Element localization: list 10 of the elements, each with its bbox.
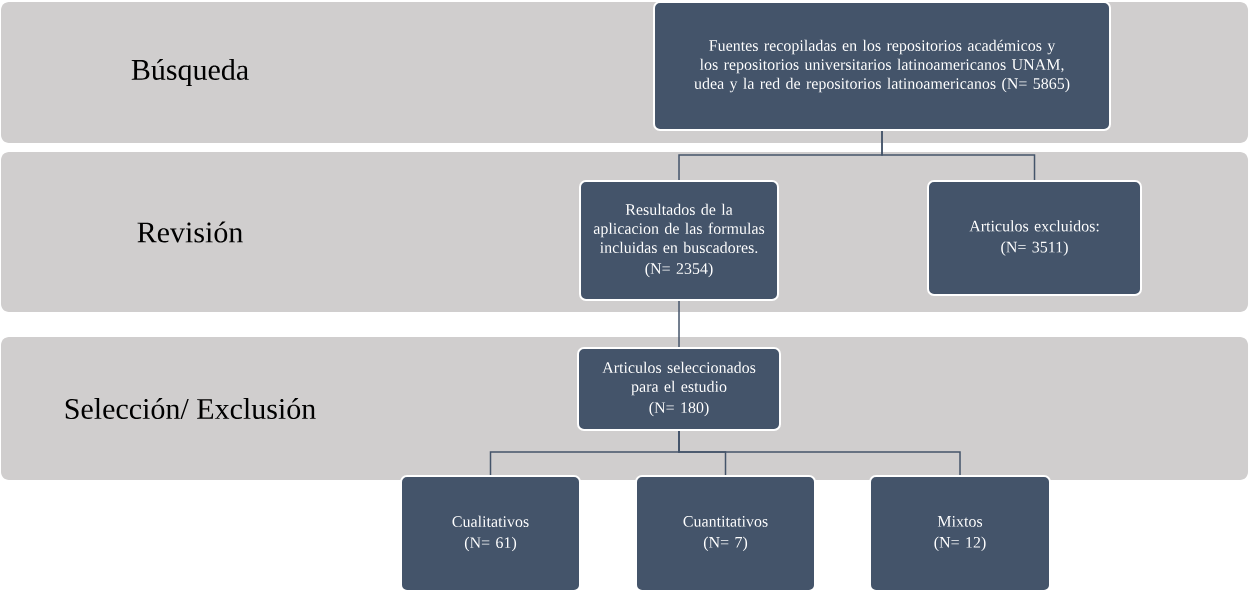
process-box: Cuantitativos (N= 7) bbox=[635, 475, 816, 592]
connector bbox=[881, 130, 1036, 181]
process-box: Articulos seleccionados para el estudio (N= 180) bbox=[577, 347, 781, 431]
process-box: Articulos excluidos: (N= 3511) bbox=[927, 180, 1142, 296]
process-box: Resultados de la aplicacion de las formulas incluidas en buscadores. (N= 2354) bbox=[579, 180, 779, 301]
process-box: Fuentes recopiladas en los repositorios académicos y los repositorios universitarios latinoamericanos UNAM, udea y la red de repositorios latinoamericanos (N= 5865) bbox=[653, 1, 1111, 131]
connector bbox=[678, 300, 680, 348]
process-box: Mixtos (N= 12) bbox=[869, 475, 1051, 592]
process-box: Cualitativos (N= 61) bbox=[400, 475, 581, 592]
connector bbox=[678, 430, 961, 476]
